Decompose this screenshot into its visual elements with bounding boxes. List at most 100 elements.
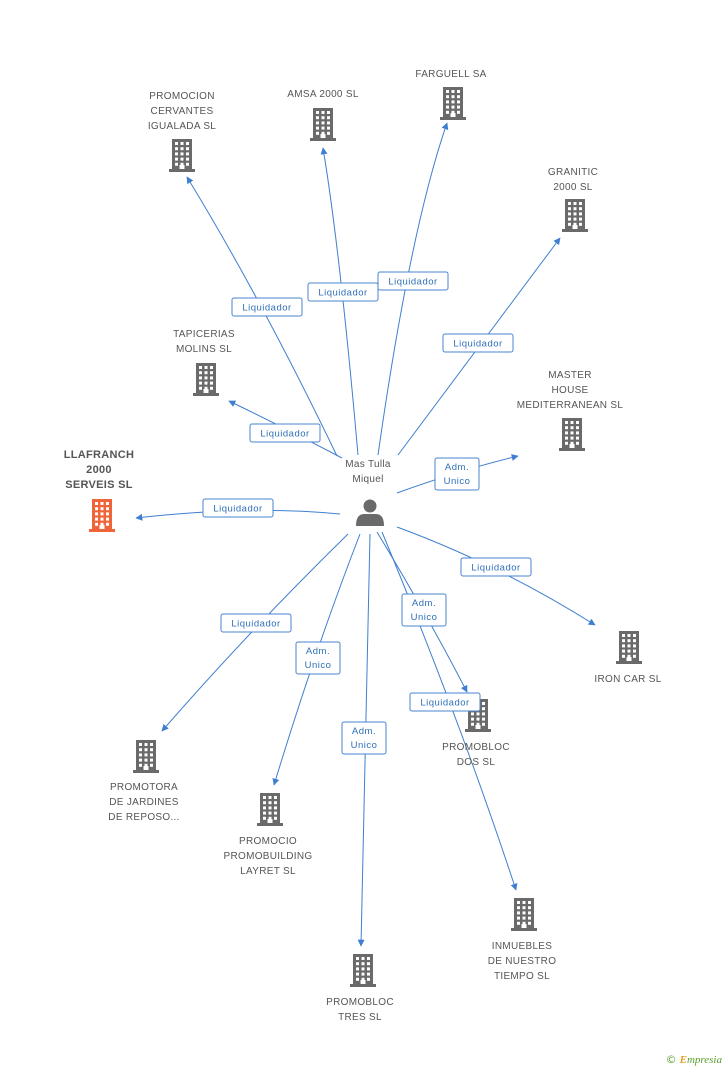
edge-label-promotora-jardines[interactable]: Liquidador [220,613,292,633]
copyright-symbol: © [665,1053,677,1066]
company-label: FARGUELL SA [415,69,486,80]
edge-amsa-2000 [320,147,359,456]
company-label: MASTER [548,370,591,381]
edge-label-text: Adm. [352,726,376,737]
edge-label-tapicerias-molins[interactable]: Liquidador [249,423,321,443]
company-label: INMUEBLES [492,941,553,952]
company-label: PROMOBUILDING [224,851,313,862]
company-label: IRON CAR SL [594,674,661,685]
company-label: CERVANTES [151,106,214,117]
company-label: PROMOCIO [239,836,297,847]
building-icon [169,139,195,172]
edge-label-box [460,557,532,577]
company-label: 2000 SL [553,182,592,193]
edge-label-granitic-2000[interactable]: Liquidador [442,333,514,353]
company-node-promobloc-tres[interactable]: PROMOBLOC TRES SL [326,954,394,1023]
edge-label-farguell[interactable]: Liquidador [377,271,449,291]
company-label: GRANITIC [548,167,598,178]
company-label: PROMOBLOC [326,997,394,1008]
company-label: DOS SL [457,757,496,768]
edge-label-promobloc-dos[interactable]: Adm. Unico [401,593,447,627]
building-icon [89,499,115,532]
edge-label-text: Adm. [445,462,469,473]
edge-label-box [307,282,379,302]
edge-label-iron-car[interactable]: Liquidador [460,557,532,577]
edge-label-box [341,721,387,755]
center-name: Miquel [352,474,383,485]
company-label: DE JARDINES [109,797,178,808]
company-node-iron-car[interactable]: IRON CAR SL [594,631,661,685]
brand-watermark: ©Empresia [666,1053,722,1066]
edges-layer [135,122,596,947]
edge-label-text: Liquidador [213,504,262,515]
company-label: PROMOTORA [110,782,178,793]
edge-label-master-house[interactable]: Adm. Unico [434,457,480,491]
edge-label-text: Unico [411,612,438,623]
building-icon [616,631,642,664]
company-node-promocio-promobuilding[interactable]: PROMOCIO PROMOBUILDING LAYRET SL [224,793,313,877]
company-label: AMSA 2000 SL [287,89,359,100]
building-icon [133,740,159,773]
edge-label-text: Liquidador [242,303,291,314]
edge-label-promocio-promobuilding[interactable]: Adm. Unico [295,641,341,675]
edge-label-promobloc-tres[interactable]: Adm. Unico [341,721,387,755]
edge-label-text: Unico [351,740,378,751]
edge-label-text: Liquidador [453,339,502,350]
brand-name: mpresia [686,1054,722,1066]
edge-label-text: Liquidador [420,698,469,709]
edge-label-box [409,692,481,712]
company-label: IGUALADA SL [148,121,216,132]
edge-label-box [220,613,292,633]
center-name: Mas Tulla [345,459,391,470]
edge-label-text: Adm. [412,598,436,609]
edge-label-text: Unico [444,476,471,487]
company-label: 2000 [86,464,112,476]
building-icon [193,363,219,396]
edge-label-box [202,498,274,518]
edge-labels-layer: LiquidadorLiquidadorLiquidadorLiquidador… [202,271,532,755]
edge-label-promocion-cervantes[interactable]: Liquidador [231,297,303,317]
company-label: DE REPOSO... [108,812,179,823]
building-icon [257,793,283,826]
building-icon [310,108,336,141]
brand-initial: E [679,1054,687,1066]
person-icon [356,499,384,526]
edge-label-box [442,333,514,353]
company-label: TIEMPO SL [494,971,550,982]
edge-label-box [434,457,480,491]
company-label: LLAFRANCH [64,449,135,461]
edge-label-text: Adm. [306,646,330,657]
edge-label-box [295,641,341,675]
company-node-farguell[interactable]: FARGUELL SA [415,69,486,120]
company-label: MEDITERRANEAN SL [517,400,624,411]
company-label: MOLINS SL [176,344,232,355]
edge-label-text: Unico [305,660,332,671]
building-icon [440,87,466,120]
edge-label-text: Liquidador [231,619,280,630]
edge-label-box [249,423,321,443]
edge-label-text: Liquidador [318,288,367,299]
company-node-promotora-jardines[interactable]: PROMOTORA DE JARDINES DE REPOSO... [108,740,179,823]
company-label: LAYRET SL [240,866,296,877]
building-icon [511,898,537,931]
company-label: PROMOBLOC [442,742,510,753]
company-node-amsa-2000[interactable]: AMSA 2000 SL [287,89,359,141]
building-icon [562,199,588,232]
company-node-granitic-2000[interactable]: GRANITIC 2000 SL [548,167,598,232]
edge-label-llafranch-2000[interactable]: Liquidador [202,498,274,518]
edge-farguell [377,122,449,456]
building-icon [350,954,376,987]
edge-label-inmuebles-nuestro-tiempo[interactable]: Liquidador [409,692,481,712]
building-icon [559,418,585,451]
edge-label-amsa-2000[interactable]: Liquidador [307,282,379,302]
company-label: TRES SL [338,1012,382,1023]
edge-label-text: Liquidador [388,277,437,288]
